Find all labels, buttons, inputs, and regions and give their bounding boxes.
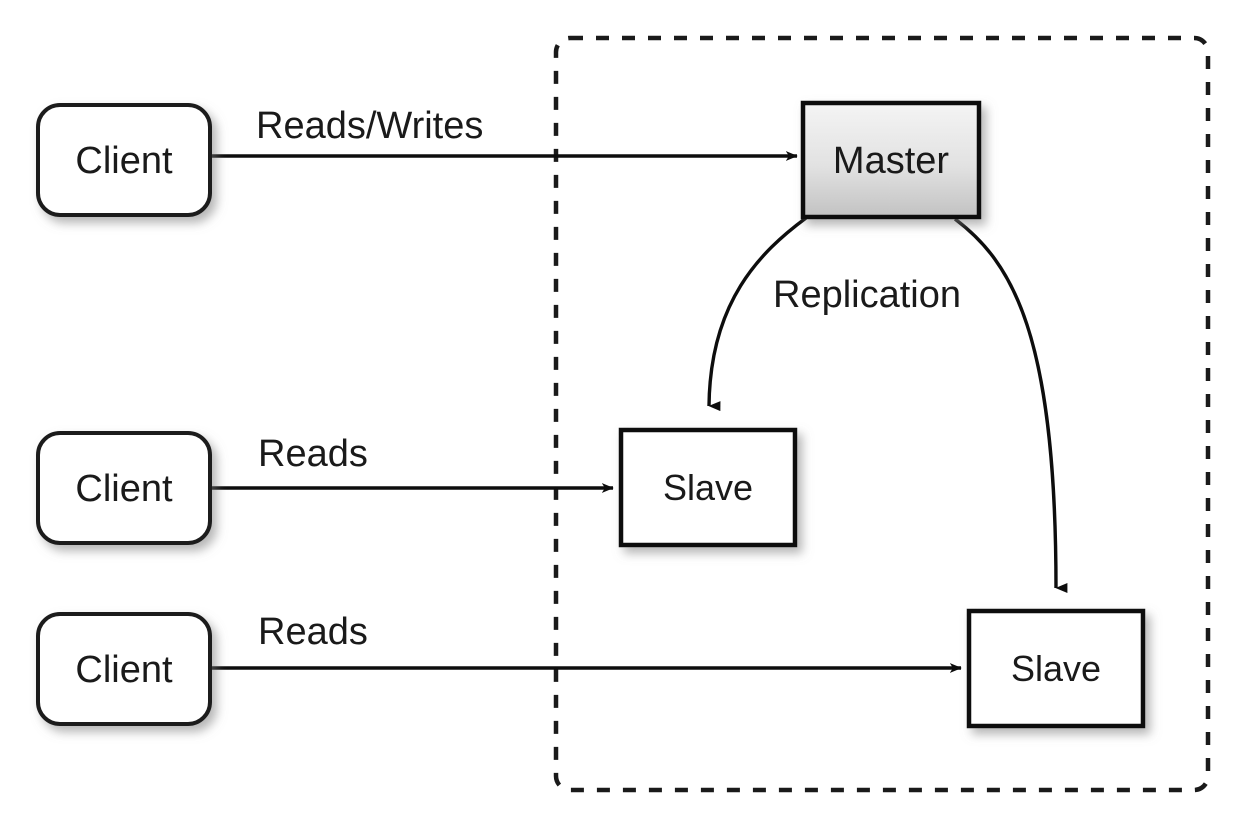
client-2-box[interactable] — [36, 431, 212, 545]
slave-2-box[interactable] — [966, 608, 1146, 729]
client-1-box[interactable] — [36, 103, 212, 217]
slave-1-box[interactable] — [618, 427, 798, 548]
node-slave-2[interactable]: Slave — [966, 608, 1146, 729]
slave-1-label: Slave — [663, 467, 753, 508]
edge-label-reads-slave1: Reads — [258, 433, 368, 475]
edge-label-replication: Replication — [773, 274, 961, 316]
node-slave-1[interactable]: Slave — [618, 427, 798, 548]
edge-curve — [707, 216, 808, 412]
client-1-label: Client — [75, 140, 173, 182]
node-client-3[interactable]: Client — [36, 612, 212, 726]
database-cluster-boundary — [553, 35, 1211, 793]
client-3-box[interactable] — [36, 612, 212, 726]
edge-master-to-slave2 — [953, 217, 1068, 593]
node-client-1[interactable]: Client — [36, 103, 212, 217]
edge-label-reads-slave2: Reads — [258, 611, 368, 653]
client-2-label: Client — [75, 468, 173, 510]
node-client-2[interactable]: Client — [36, 431, 212, 545]
edge-master-to-slave1 — [707, 216, 808, 412]
client-3-label: Client — [75, 649, 173, 691]
master-label: Master — [833, 140, 949, 182]
node-master[interactable]: Master — [800, 100, 982, 220]
edge-curve — [953, 217, 1068, 593]
edge-label-reads-writes: Reads/Writes — [256, 105, 483, 147]
slave-2-label: Slave — [1011, 648, 1101, 689]
master-box[interactable] — [800, 100, 982, 220]
